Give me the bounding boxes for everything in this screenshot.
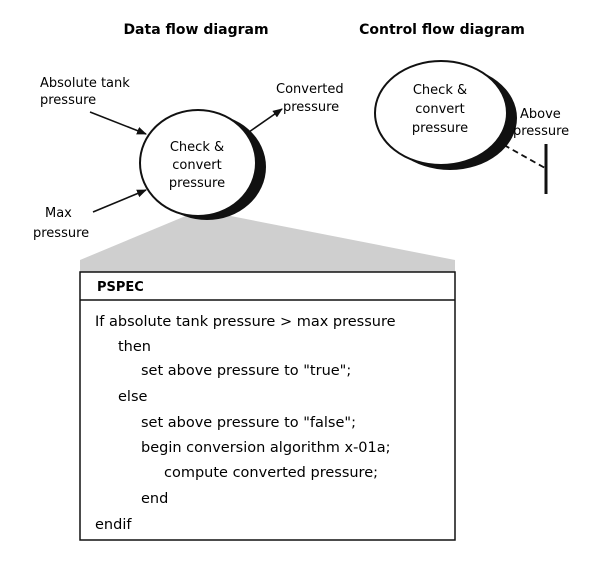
pspec-line-6: begin conversion algorithm x-01a; xyxy=(141,440,391,456)
pspec-line-4: else xyxy=(118,389,148,405)
dfd-process-label-3: pressure xyxy=(169,176,225,191)
pspec-line-1: If absolute tank pressure > max pressure xyxy=(95,314,396,330)
pspec-line-7: compute converted pressure; xyxy=(164,465,378,481)
dfd-input-2-arrow xyxy=(92,189,147,213)
dfd-input-2-label-2: pressure xyxy=(33,226,89,241)
cfd-process-label-3: pressure xyxy=(412,121,468,136)
dfd-output-arrow xyxy=(248,108,283,133)
dfd-output-label-2: pressure xyxy=(283,100,339,115)
dfd-input-2-label-1: Max xyxy=(45,206,72,221)
pspec-line-2: then xyxy=(118,339,151,355)
cfd-signal-label-2: pressure xyxy=(513,124,569,139)
cfd-title: Control flow diagram xyxy=(359,22,525,38)
dfd-title: Data flow diagram xyxy=(123,22,268,38)
pspec-line-9: endif xyxy=(95,517,132,533)
cfd-process-label-1: Check & xyxy=(413,83,467,98)
callout-wedge xyxy=(80,210,455,272)
dfd-process-label-2: convert xyxy=(172,158,221,173)
cfd-process-label-2: convert xyxy=(415,102,464,117)
dfd-output-label-1: Converted xyxy=(276,82,344,97)
dfd-input-1-label-1: Absolute tank xyxy=(40,76,130,91)
dfd-input-1-arrow xyxy=(89,111,147,135)
pspec-line-3: set above pressure to "true"; xyxy=(141,363,351,379)
dfd-process-bubble: Check & convert pressure xyxy=(139,109,266,220)
pspec-line-5: set above pressure to "false"; xyxy=(141,415,356,431)
cfd-signal-dashed-line xyxy=(503,144,546,169)
pspec-title: PSPEC xyxy=(97,280,144,295)
cfd-process-bubble: Check & convert pressure xyxy=(374,60,517,170)
pspec-line-8: end xyxy=(141,491,168,507)
dfd-process-label-1: Check & xyxy=(170,140,224,155)
dfd-input-1-label-2: pressure xyxy=(40,93,96,108)
cfd-signal-label-1: Above xyxy=(520,107,561,122)
pspec-box xyxy=(79,271,456,541)
